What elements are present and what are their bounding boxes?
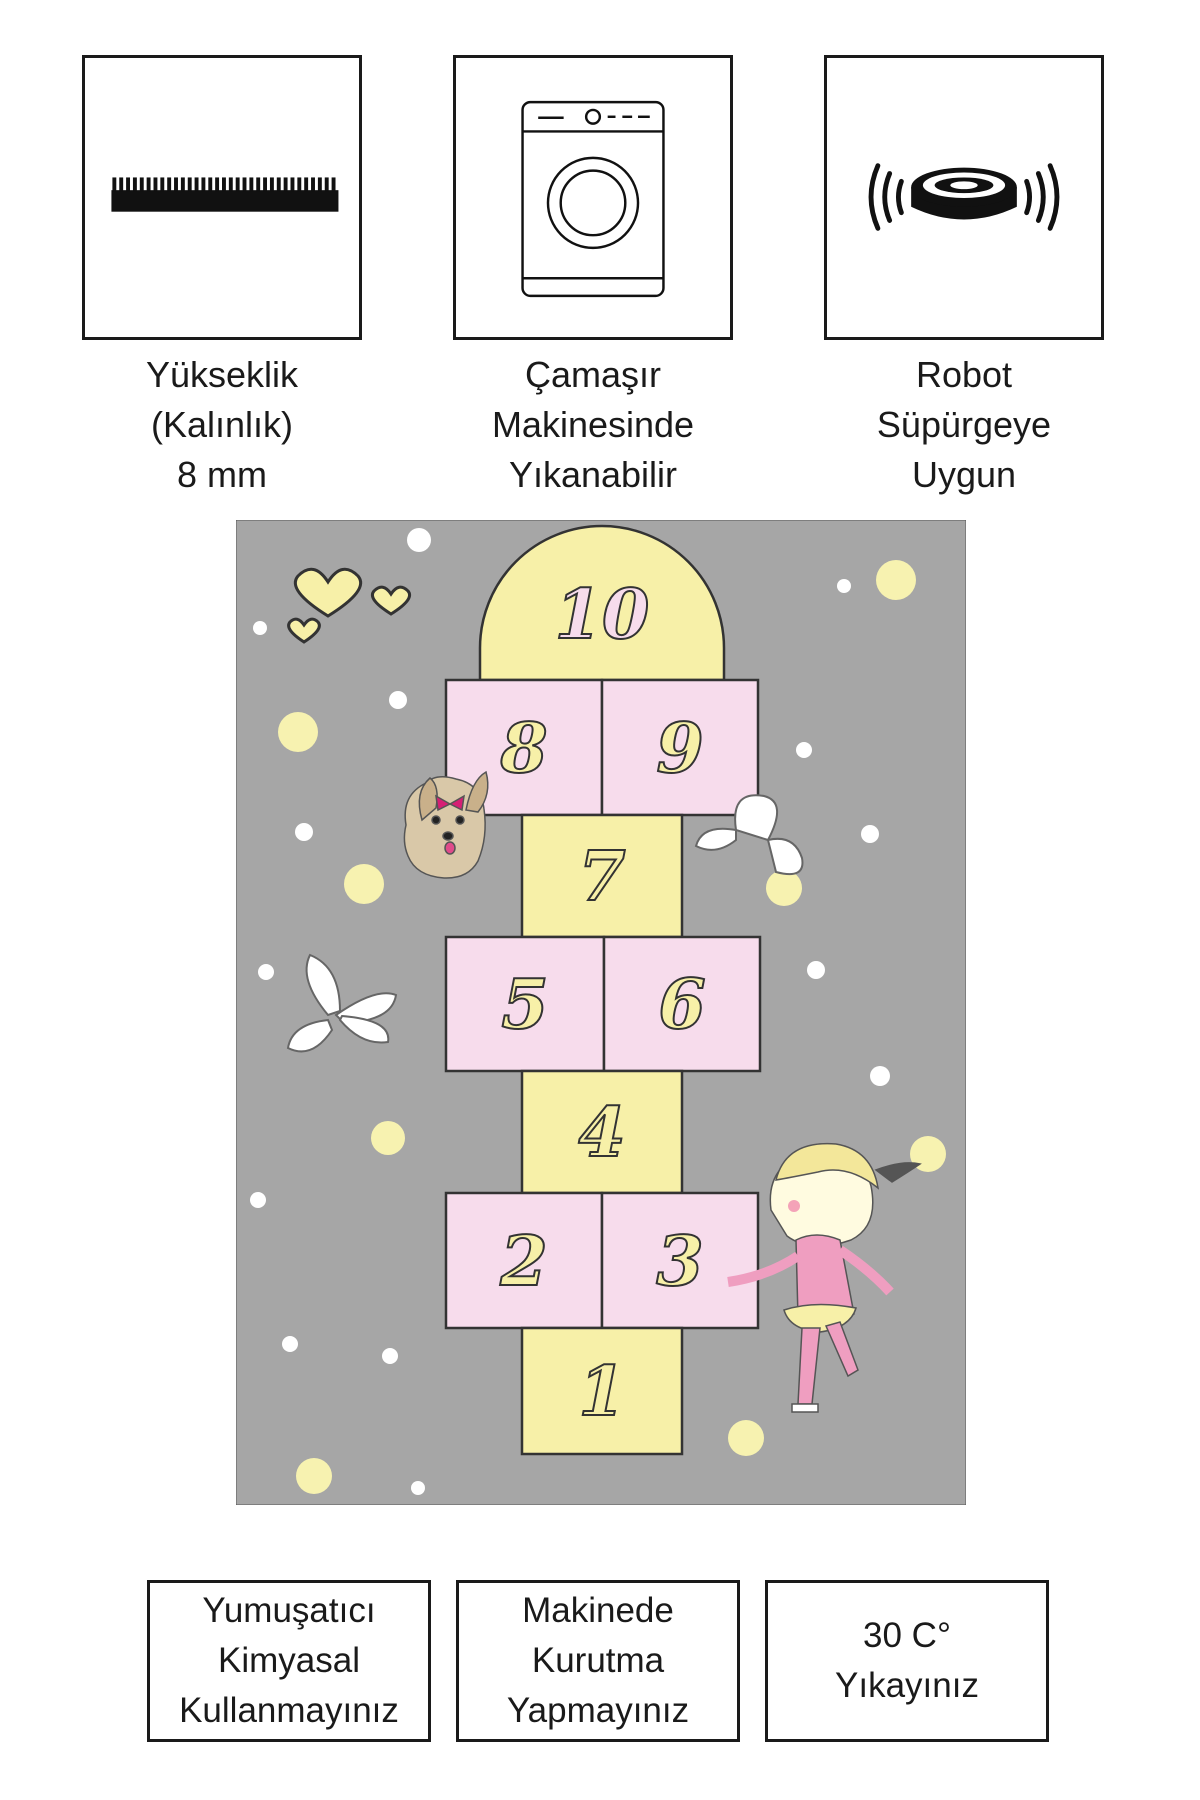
decorative-dot <box>258 964 274 980</box>
cell-5 <box>444 935 606 1073</box>
care-line: Kurutma <box>531 1641 665 1680</box>
robot-vacuum-label: Robot Süpürgeye Uygun <box>804 350 1124 500</box>
decorative-dot <box>728 1420 764 1456</box>
number-3: 3 <box>656 1222 703 1302</box>
number-10: 10 <box>555 575 650 655</box>
no-tumble-dry-care-box: Makinede Kurutma Yapmayınız <box>456 1580 740 1742</box>
decorative-dot <box>876 560 916 600</box>
number-8: 8 <box>499 709 547 789</box>
washing-machine-icon <box>521 100 665 298</box>
no-softener-care-box: Yumuşatıcı Kimyasal Kullanmayınız <box>147 1580 431 1742</box>
cell-4 <box>520 1069 684 1195</box>
decorative-dot <box>837 579 851 593</box>
decorative-dot <box>253 621 267 635</box>
decorative-dot <box>411 1481 425 1495</box>
puppy-illustration <box>403 770 489 879</box>
label-line: Robot <box>915 354 1013 395</box>
decorative-dot <box>861 825 879 843</box>
cell-1 <box>520 1326 684 1456</box>
carpet-pile-icon <box>111 177 339 212</box>
label-line: Süpürgeye <box>876 404 1052 445</box>
butterfly-right-illustration <box>694 794 804 876</box>
decorative-dot <box>407 528 431 552</box>
robot-vacuum-feature-box <box>824 55 1104 340</box>
cell-3 <box>600 1191 760 1330</box>
decorative-dot <box>295 823 313 841</box>
cell-10 <box>478 524 726 682</box>
number-1: 1 <box>578 1352 625 1432</box>
care-line: Yapmayınız <box>506 1691 690 1730</box>
decorative-dot <box>344 864 384 904</box>
thickness-label: Yükseklik (Kalınlık) 8 mm <box>62 350 382 500</box>
label-line: Makinesinde <box>491 404 695 445</box>
decorative-dot <box>250 1192 266 1208</box>
decorative-dot <box>807 961 825 979</box>
washable-feature-box <box>453 55 733 340</box>
decorative-dot <box>296 1458 332 1494</box>
butterfly-left-illustration <box>286 953 398 1053</box>
decorative-dot <box>371 1121 405 1155</box>
decorative-dot <box>910 1136 946 1172</box>
cell-6 <box>602 935 762 1073</box>
number-2: 2 <box>499 1222 547 1302</box>
robot-vacuum-icon <box>868 163 1060 231</box>
decorative-dot <box>766 870 802 906</box>
decorative-dot <box>278 712 318 752</box>
label-line: Yükseklik <box>145 354 299 395</box>
number-9: 9 <box>656 709 703 789</box>
number-7: 7 <box>578 837 625 917</box>
label-line: Uygun <box>911 454 1017 495</box>
decorative-dots <box>250 528 946 1495</box>
decorative-dot <box>870 1066 890 1086</box>
care-line: Yumuşatıcı <box>202 1591 376 1630</box>
girl-illustration <box>727 1142 922 1413</box>
care-line: Makinede <box>522 1591 674 1630</box>
number-4: 4 <box>578 1093 625 1173</box>
label-line: Yıkanabilir <box>508 454 678 495</box>
decorative-dot <box>282 1336 298 1352</box>
label-line: 8 mm <box>177 454 267 495</box>
label-line: (Kalınlık) <box>150 404 294 445</box>
washable-label: Çamaşır Makinesinde Yıkanabilir <box>433 350 753 500</box>
thickness-feature-box <box>82 55 362 340</box>
wash-temperature-care-box: 30 C° Yıkayınız <box>765 1580 1049 1742</box>
decorative-dot <box>382 1348 398 1364</box>
care-line: Kullanmayınız <box>179 1691 399 1730</box>
care-line: Kimyasal <box>218 1641 360 1680</box>
hopscotch-rug-image: 10 8 9 7 5 6 4 2 3 1 <box>236 520 966 1505</box>
care-line: Yıkayınız <box>835 1666 979 1705</box>
number-6: 6 <box>658 965 705 1045</box>
care-line: 30 C° <box>863 1616 951 1655</box>
label-line: Çamaşır <box>524 354 662 395</box>
hearts-icon <box>287 567 412 644</box>
decorative-dot <box>389 691 407 709</box>
decorative-dot <box>796 742 812 758</box>
number-5: 5 <box>501 965 548 1045</box>
